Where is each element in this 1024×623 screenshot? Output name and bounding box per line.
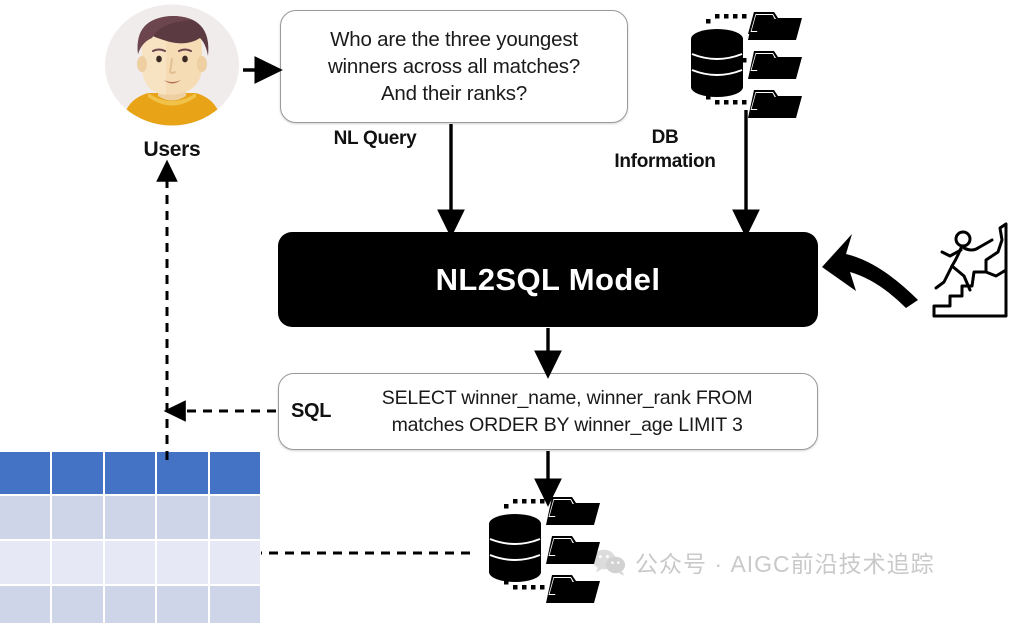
curved-left-arrow-icon <box>822 234 918 308</box>
table-cell <box>209 541 260 584</box>
table-header-cell <box>0 452 51 494</box>
table-cell <box>52 586 103 623</box>
watermark-text: 公众号 · AIGC前沿技术追踪 <box>635 551 935 577</box>
table-cell <box>52 496 103 539</box>
nl2sql-model-box: NL2SQL Model <box>278 232 818 327</box>
sql-output-text: SELECT winner_name, winner_rank FROM mat… <box>331 385 817 438</box>
table-cell <box>52 541 103 584</box>
sql-output-line-2: matches ORDER BY winner_age LIMIT 3 <box>391 413 743 436</box>
nl-query-text: Who are the three youngest winners acros… <box>316 26 592 108</box>
db-information-caption: DB Information <box>588 126 742 173</box>
nl-query-caption: NL Query <box>333 128 417 149</box>
folder-icon <box>546 575 600 603</box>
table-cell <box>0 586 51 623</box>
user-avatar-icon <box>104 4 240 126</box>
nl-query-line-3: And their ranks? <box>380 82 528 106</box>
table-cell <box>0 541 51 584</box>
sql-output-box: SQL SELECT winner_name, winner_rank FROM… <box>278 373 818 450</box>
folder-icon <box>748 90 802 118</box>
table-cell <box>157 496 208 539</box>
table-cell <box>157 541 208 584</box>
folder-icon <box>748 12 802 40</box>
table-cell <box>104 496 156 539</box>
sql-tag-label: SQL <box>291 400 332 422</box>
table-cell <box>209 586 260 623</box>
table-cell <box>104 541 156 584</box>
nl-query-line-1: Who are the three youngest <box>330 27 578 51</box>
nl-query-box: Who are the three youngest winners acros… <box>280 10 628 123</box>
nl-query-line-2: winners across all matches? <box>327 54 581 78</box>
table-cell <box>157 586 208 623</box>
database-cylinder-icon <box>489 514 541 582</box>
folder-icon <box>748 51 802 79</box>
table-header-cell <box>52 452 103 494</box>
nl2sql-model-label: NL2SQL Model <box>435 261 661 297</box>
result-table <box>0 452 260 623</box>
db-information-caption-line-2: Information <box>614 150 716 172</box>
table-cell <box>104 586 156 623</box>
folder-icon <box>546 497 600 525</box>
table-header-cell <box>209 452 260 494</box>
db-information-caption-line-1: DB <box>651 127 679 148</box>
database-folders-icon <box>691 12 802 118</box>
database-cylinder-icon <box>691 29 743 97</box>
table-cell <box>0 496 51 539</box>
table-header-cell <box>157 452 208 494</box>
rock-climber-icon <box>932 222 1008 318</box>
table-header-cell <box>104 452 156 494</box>
watermark: 公众号 · AIGC前沿技术追踪 <box>592 545 935 579</box>
users-label: Users <box>143 138 201 161</box>
sql-output-line-1: SELECT winner_name, winner_rank FROM <box>381 387 753 410</box>
table-cell <box>209 496 260 539</box>
database-folders-icon <box>489 497 600 603</box>
wechat-icon <box>592 549 626 576</box>
